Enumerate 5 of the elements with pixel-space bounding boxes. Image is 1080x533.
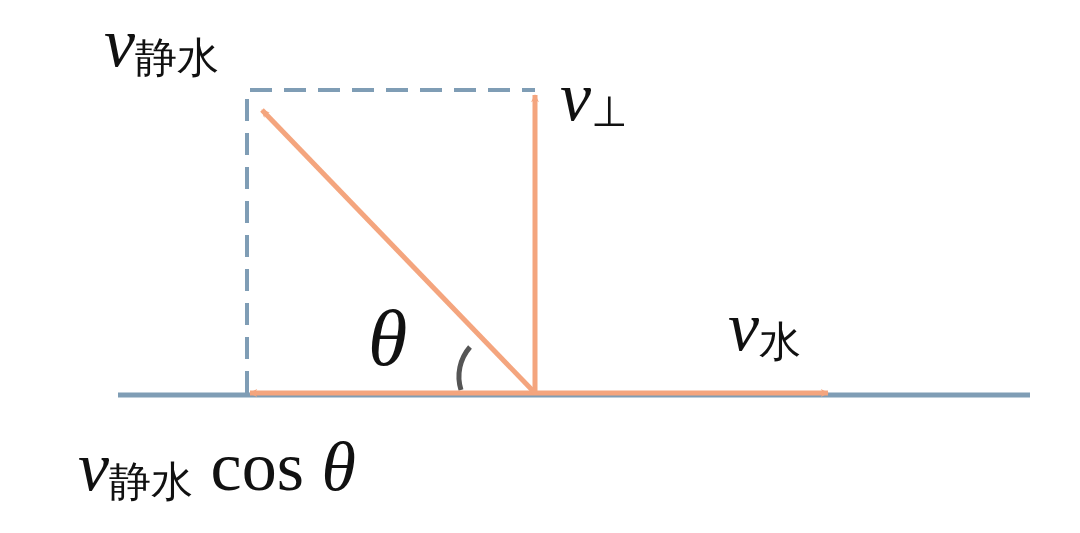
vector-label: v$_{⊥}$ [560, 62, 628, 134]
vector-label: v$_{静水}$ cos θ [78, 432, 356, 504]
vector-label: θ [368, 298, 408, 378]
vector-label: v$_{静水}$ [104, 8, 220, 80]
vector-label: v$_{水}$ [728, 292, 802, 364]
